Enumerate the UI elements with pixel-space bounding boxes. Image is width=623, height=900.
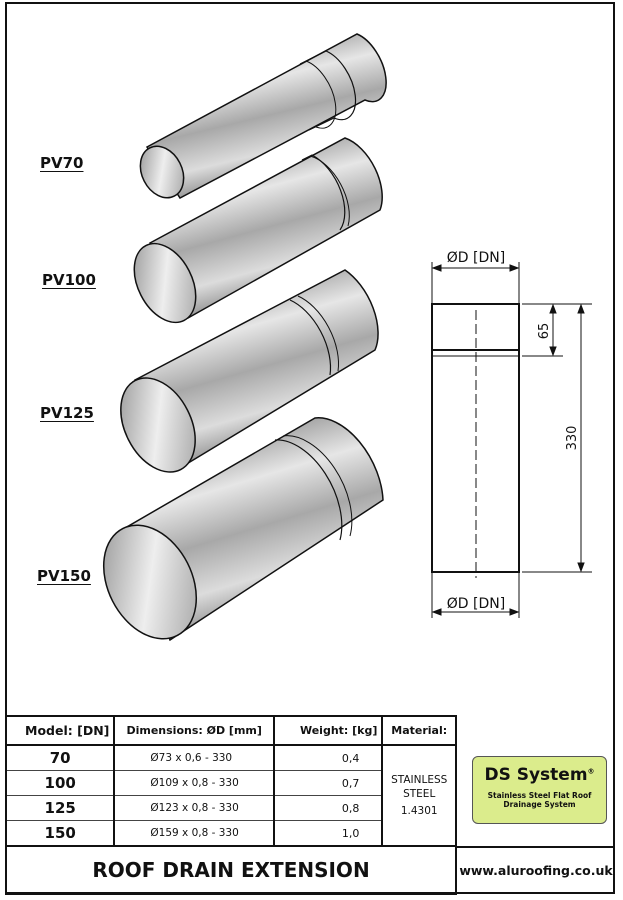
website-link[interactable]: www.aluroofing.co.uk <box>457 846 615 894</box>
cell-weight: 1,0 <box>272 820 384 847</box>
table-row: 100 Ø109 x 0,8 - 330 0,7 <box>4 770 456 796</box>
logo-tagline: Stainless Steel Flat Roof Drainage Syste… <box>473 791 606 809</box>
material-line1: STAINLESS <box>391 774 448 786</box>
cell-dn: 100 <box>4 770 116 796</box>
material-line3: 1.4301 <box>400 805 438 817</box>
logo-brand-text: DS System <box>484 765 588 785</box>
pipe-pv125 <box>120 269 379 473</box>
logo-panel: DS System® Stainless Steel Flat Roof Dra… <box>455 715 615 894</box>
pipe-pv100 <box>133 137 383 324</box>
ds-system-logo: DS System® Stainless Steel Flat Roof Dra… <box>472 756 607 824</box>
dim-top-label: ØD [DN] <box>447 250 505 266</box>
label-pv100: PV100 <box>42 271 96 289</box>
dim-length-label: 330 <box>565 426 580 451</box>
cell-material: STAINLESS STEEL 1.4301 <box>381 744 457 847</box>
pipe-pv150 <box>102 417 384 642</box>
product-drawing: ØD [DN] ØD [DN] 65 330 <box>102 33 592 642</box>
table-row: 70 Ø73 x 0,6 - 330 0,4 STAINLESS STEEL 1… <box>4 744 457 847</box>
logo-tagline-line1: Stainless Steel Flat Roof <box>487 791 592 800</box>
spec-table: Model: [DN] Dimensions: ØD [mm] Weight: … <box>4 715 457 895</box>
table-row: 150 Ø159 x 0,8 - 330 1,0 <box>4 820 456 847</box>
pipe-pv70 <box>139 33 387 199</box>
logo-tagline-line2: Drainage System <box>503 800 576 809</box>
registered-mark: ® <box>587 767 595 776</box>
header-model: Model: [DN] <box>4 715 116 746</box>
label-pv150: PV150 <box>37 567 91 585</box>
header-dimensions: Dimensions: ØD [mm] <box>113 715 275 746</box>
cell-dn: 150 <box>4 820 116 847</box>
cell-weight: 0,8 <box>272 795 384 821</box>
label-pv70: PV70 <box>40 154 84 172</box>
table-row: 125 Ø123 x 0,8 - 330 0,8 <box>4 795 456 821</box>
logo-brand: DS System® <box>473 765 606 785</box>
cell-weight: 0,4 <box>272 744 384 771</box>
cell-dimensions: Ø73 x 0,6 - 330 <box>113 744 275 771</box>
label-pv125: PV125 <box>40 404 94 422</box>
header-material: Material: <box>381 715 457 746</box>
cell-dimensions: Ø123 x 0,8 - 330 <box>113 795 275 821</box>
product-title: ROOF DRAIN EXTENSION <box>5 845 457 895</box>
cell-dn: 70 <box>4 744 116 771</box>
cell-dimensions: Ø159 x 0,8 - 330 <box>113 820 275 847</box>
dim-bottom-label: ØD [DN] <box>447 596 505 612</box>
technical-drawing <box>431 262 592 618</box>
material-line2: STEEL <box>403 788 436 800</box>
cell-dimensions: Ø109 x 0,8 - 330 <box>113 770 275 796</box>
header-weight: Weight: [kg] <box>272 715 384 746</box>
dim-socket-label: 65 <box>537 323 552 340</box>
cell-weight: 0,7 <box>272 770 384 796</box>
cell-dn: 125 <box>4 795 116 821</box>
